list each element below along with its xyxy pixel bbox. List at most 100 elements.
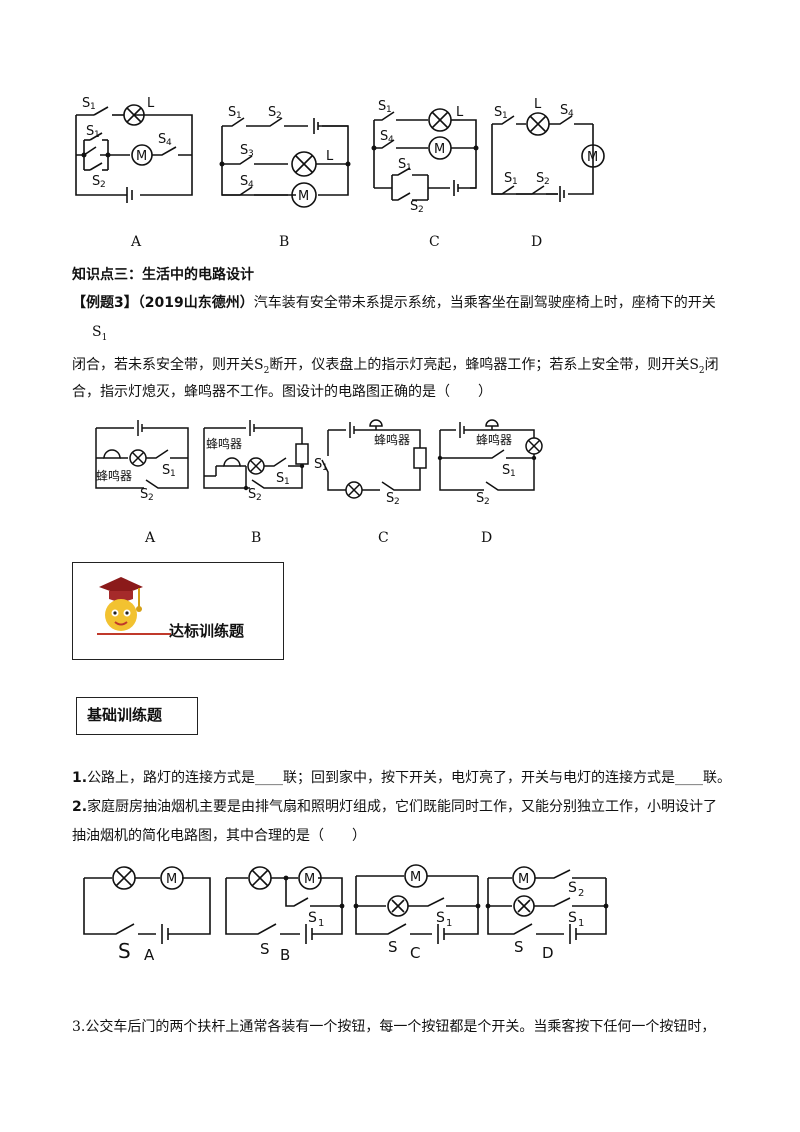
svg-text:蜂鸣器: 蜂鸣器 [374,432,410,447]
option-label-row2-b: B [251,530,262,546]
svg-text:S: S [476,491,484,506]
section-heading: 知识点三：生活中的电路设计 [72,267,254,283]
svg-text:S: S [502,463,510,478]
svg-text:M: M [434,142,445,157]
option-label-row1-a: A [131,234,142,250]
svg-text:3: 3 [248,149,254,159]
svg-text:S: S [158,132,166,147]
circuit-diagram-row1-a: S 1 L S 1 S 2 M S 4 [75,96,193,203]
svg-text:M: M [410,870,421,885]
svg-text:蜂鸣器: 蜂鸣器 [96,468,132,483]
svg-text:S: S [410,199,418,214]
svg-text:1: 1 [510,469,516,479]
svg-text:1: 1 [90,102,96,112]
svg-text:C: C [410,944,420,962]
svg-text:2: 2 [276,111,282,121]
svg-text:L: L [326,149,334,164]
svg-text:S: S [388,938,398,956]
svg-text:蜂鸣器: 蜂鸣器 [206,436,242,451]
svg-text:S: S [504,171,512,186]
svg-text:4: 4 [568,109,574,119]
option-label-row1-d: D [531,234,543,250]
svg-text:D: D [542,944,554,962]
svg-text:S: S [398,157,406,172]
question-2-line2: 抽油烟机的简化电路图，其中合理的是（ ） [72,828,366,844]
svg-text:S: S [228,105,236,120]
graduate-mascot-icon [99,577,143,631]
svg-text:M: M [304,872,315,887]
svg-text:S: S [380,129,388,144]
svg-text:2: 2 [148,493,154,503]
svg-text:M: M [136,149,147,164]
svg-text:S: S [240,143,248,158]
svg-text:S: S [308,910,317,926]
svg-text:1: 1 [284,477,290,487]
svg-text:S: S [162,463,170,478]
svg-text:S: S [494,105,502,120]
svg-text:M: M [587,150,598,165]
svg-text:L: L [534,97,542,112]
svg-text:M: M [518,872,529,887]
svg-text:S: S [92,174,100,189]
svg-text:S: S [568,880,577,896]
svg-text:1: 1 [406,163,412,173]
example3-line2: 闭合，若未系安全带，则开关S2断开，仪表盘上的指示灯亮起，蜂鸣器工作；若系上安全… [72,357,719,376]
svg-text:1: 1 [94,130,100,140]
svg-text:L: L [147,96,155,111]
svg-text:1: 1 [512,177,518,187]
svg-text:S: S [86,124,94,139]
svg-text:2: 2 [256,493,262,503]
question-1: 1.公路上，路灯的连接方式是____联；回到家中，按下开关，电灯亮了，开关与电灯… [72,770,732,786]
example3-line1: 【例题3】（2019山东德州）汽车装有安全带未系提示系统，当乘客坐在副驾驶座椅上… [72,295,716,311]
training-banner: 达标训练题 [72,562,284,660]
svg-text:A: A [144,946,155,964]
example3-s1: S1 [92,324,108,343]
svg-text:2: 2 [484,497,490,507]
svg-text:S: S [378,99,386,114]
svg-text:2: 2 [394,497,400,507]
svg-text:S: S [386,491,394,506]
example3-line3: 合，指示灯熄灭，蜂鸣器不工作。图设计的电路图正确的是（ ） [72,384,492,400]
svg-text:S: S [240,174,248,189]
svg-text:1: 1 [446,918,452,929]
question-2-line1: 2.家庭厨房抽油烟机主要是由排气扇和照明灯组成，它们既能同时工作，又能分别独立工… [72,799,718,815]
svg-text:M: M [166,872,177,887]
svg-text:S: S [314,457,322,472]
svg-text:S: S [560,103,568,118]
svg-text:L: L [456,105,464,120]
svg-text:2: 2 [544,177,550,187]
svg-text:2: 2 [418,205,424,215]
banner-underline [97,633,171,635]
svg-text:M: M [298,189,309,204]
svg-text:2: 2 [578,888,584,899]
svg-text:1: 1 [386,105,392,115]
svg-text:S: S [436,910,445,926]
option-label-row2-c: C [378,530,389,546]
svg-text:蜂鸣器: 蜂鸣器 [476,432,512,447]
svg-text:1: 1 [170,469,176,479]
svg-text:B: B [280,946,290,964]
svg-text:1: 1 [236,111,242,121]
banner-title: 达标训练题 [169,622,245,640]
svg-text:4: 4 [388,135,394,145]
basic-training-box: 基础训练题 [76,697,198,735]
svg-text:1: 1 [318,918,324,929]
svg-text:S: S [248,487,256,502]
svg-text:1: 1 [322,463,328,473]
svg-text:4: 4 [166,138,172,148]
question-3: 3.公交车后门的两个扶杆上通常各装有一个按钮，每一个按钮都是个开关。当乘客按下任… [72,1019,716,1035]
option-label-row1-c: C [429,234,440,250]
svg-text:S: S [536,171,544,186]
svg-text:1: 1 [578,918,584,929]
circuit-diagram-row3-a: M S A [83,866,211,964]
